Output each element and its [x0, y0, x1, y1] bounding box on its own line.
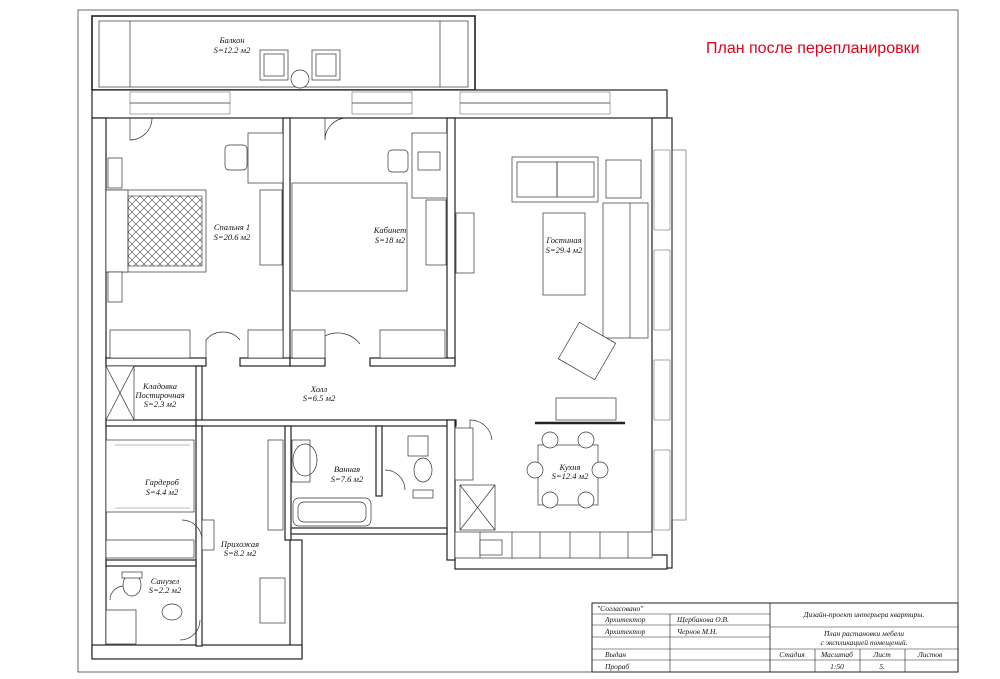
- hall-furniture: [105, 365, 286, 624]
- living-area: S=29.4 м2: [546, 245, 583, 255]
- tb-architect1-name: Щербакова О.В.: [676, 615, 729, 624]
- wc-area: S=2.2 м2: [149, 585, 182, 595]
- storage-name-1: Кладовка: [142, 381, 177, 391]
- tb-architect2-role: Архитектор: [604, 627, 646, 636]
- kitchen-area: S=12.4 м2: [552, 471, 589, 481]
- hall-area: S=6.5 м2: [303, 393, 336, 403]
- kitchen-furniture: [454, 427, 653, 559]
- storage-area: S=2.3 м2: [144, 399, 177, 409]
- tb-sheet-number: 5.: [879, 662, 885, 671]
- study-furniture: [291, 132, 448, 359]
- bedroom-furniture: [105, 132, 284, 359]
- tb-col-stage: Стадия: [779, 650, 805, 659]
- outer-walls: [91, 89, 687, 660]
- entry-name: Прихожая: [220, 539, 259, 549]
- tb-agreed: "Согласовано": [597, 604, 644, 613]
- tb-issued: Выдан: [605, 650, 626, 659]
- study-area: S=18 м2: [375, 235, 406, 245]
- bathroom-area: S=7.6 м2: [331, 474, 364, 484]
- floor-plan: [91, 15, 687, 660]
- wardrobe-name: Гардероб: [144, 477, 180, 487]
- tb-architect1-role: Архитектор: [604, 615, 646, 624]
- bedroom-name: Спальня 1: [214, 222, 250, 232]
- wc-name: Санузел: [151, 576, 180, 586]
- bathroom-fixtures: [105, 435, 434, 645]
- balcony-name: Балкон: [218, 35, 244, 45]
- tb-sheet-title-1: План растановки мебели: [823, 629, 904, 638]
- living-name: Гостиная: [545, 235, 581, 245]
- kitchen-name: Кухня: [559, 462, 581, 472]
- bedroom-area: S=20.6 м2: [214, 232, 251, 242]
- tb-col-sheet: Лист: [872, 650, 891, 659]
- balcony-area: S=12.2 м2: [214, 45, 251, 55]
- tb-col-scale: Масштаб: [820, 650, 853, 659]
- bathroom-name: Ванная: [334, 464, 360, 474]
- tb-col-sheets: Листов: [917, 650, 943, 659]
- tb-architect2-name: Чернов М.Н.: [677, 627, 717, 636]
- study-name: Кабинет: [373, 225, 406, 235]
- hall-name: Холл: [310, 384, 328, 394]
- interior-walls: [105, 117, 457, 647]
- entry-area: S=8.2 м2: [224, 548, 257, 558]
- wardrobe-area: S=4.4 м2: [146, 487, 179, 497]
- balcony-structure: [91, 15, 476, 91]
- plan-title: План после перепланировки: [706, 40, 920, 57]
- tb-sheet-title-2: с экспликацией помещений.: [821, 638, 908, 647]
- living-furniture: [455, 156, 649, 425]
- title-block: "Согласовано" Архитектор Щербакова О.В. …: [591, 602, 959, 673]
- tb-scale-value: 1:50: [830, 662, 844, 671]
- sheet-border: [77, 9, 959, 673]
- tb-project: Дизайн-проект интерьера квартиры.: [803, 610, 925, 619]
- storage-name-2: Постирочная: [134, 390, 184, 400]
- tb-foreman: Прораб: [604, 662, 629, 671]
